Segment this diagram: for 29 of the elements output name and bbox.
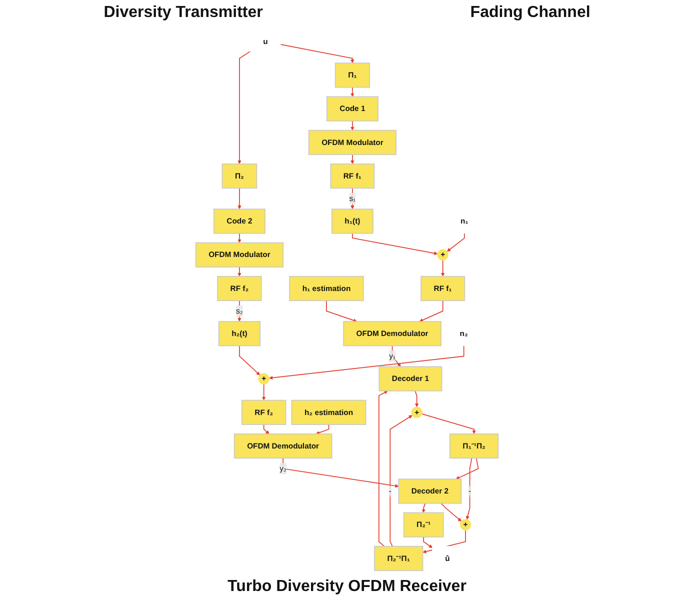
arrow [238,232,242,243]
arrow [422,502,426,513]
arrow [423,536,433,548]
arrow [419,300,444,322]
section-heading: Fading Channel [469,3,592,23]
arrow [326,300,358,322]
arrow [456,458,479,480]
section-heading: Turbo Diversity OFDM Receiver [226,577,468,597]
arrow [350,154,354,164]
arrow [263,424,270,434]
arrow [440,502,462,522]
arrow [316,424,330,434]
arrow [414,390,419,408]
arrow [262,384,266,400]
arrow [238,266,242,277]
arrow [422,414,476,434]
arrow [352,232,438,256]
arrow [238,50,251,164]
arrow [238,188,242,210]
arrow [238,300,242,322]
arrow [282,458,399,488]
arrow [440,260,445,277]
arrow [446,232,465,252]
arrow [350,120,354,130]
arrow [378,390,388,547]
arrow [280,44,354,64]
section-heading: Diversity Transmitter [102,3,264,23]
arrow [350,86,354,97]
arrow [239,345,260,376]
